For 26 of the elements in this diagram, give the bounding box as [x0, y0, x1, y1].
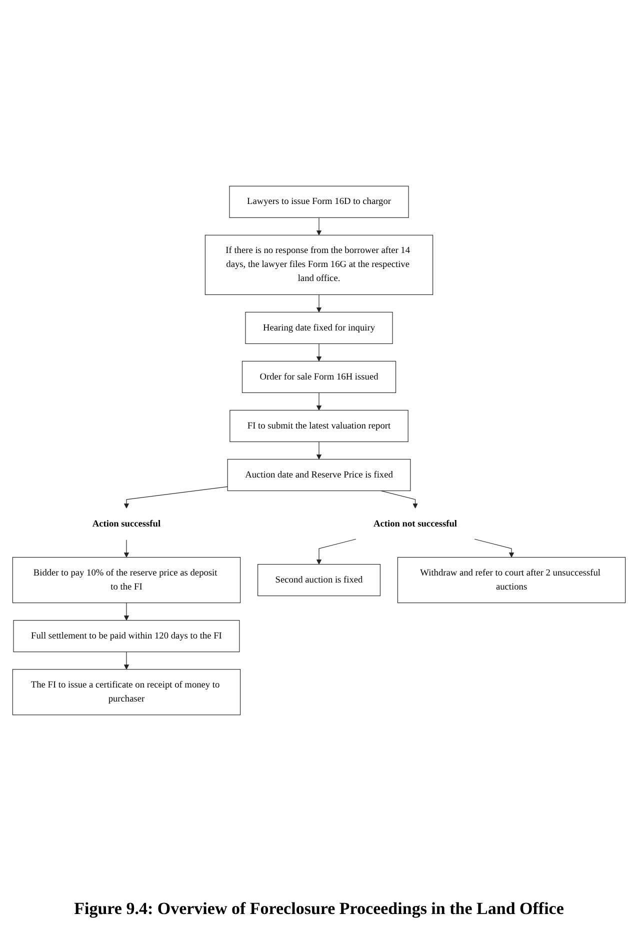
node-box: Lawyers to issue Form 16D to chargor — [229, 186, 409, 218]
node-box: Full settlement to be paid within 120 days to the FI — [13, 620, 240, 652]
node-box: Bidder to pay 10% of the reserve price as deposit to the FI — [12, 557, 241, 604]
node-box: Hearing date fixed for inquiry — [245, 312, 393, 344]
arrow — [124, 540, 130, 558]
node-box: If there is no response from the borrower after 14 days, the lawyer files Form 16G at the respective land office. — [204, 234, 434, 295]
node-box: Order for sale Form 16H issued — [242, 360, 396, 394]
arrow — [124, 652, 130, 670]
node-box: Auction date and Reserve Price is fixed — [227, 458, 411, 492]
arrow — [316, 294, 322, 312]
arrow — [316, 217, 322, 236]
node-box: The FI to issue a certificate on receipt of money to purchaser — [12, 669, 241, 716]
arrow — [124, 486, 228, 508]
arrow — [316, 538, 356, 565]
arrow — [380, 490, 418, 508]
arrow — [474, 538, 514, 558]
arrow — [316, 441, 322, 460]
arrow — [124, 602, 130, 621]
node-box: Withdraw and refer to court after 2 unsuccessful auctions — [397, 557, 626, 604]
arrow — [316, 392, 322, 410]
arrow — [316, 343, 322, 362]
figure-caption: Figure 9.4: Overview of Foreclosure Proceedings in the Land Office — [74, 899, 564, 919]
node-box: FI to submit the latest valuation report — [230, 410, 408, 442]
node-box: Second auction is fixed — [258, 564, 380, 596]
node-text: Action not successful — [374, 518, 458, 529]
node-text: Action successful — [92, 518, 161, 529]
